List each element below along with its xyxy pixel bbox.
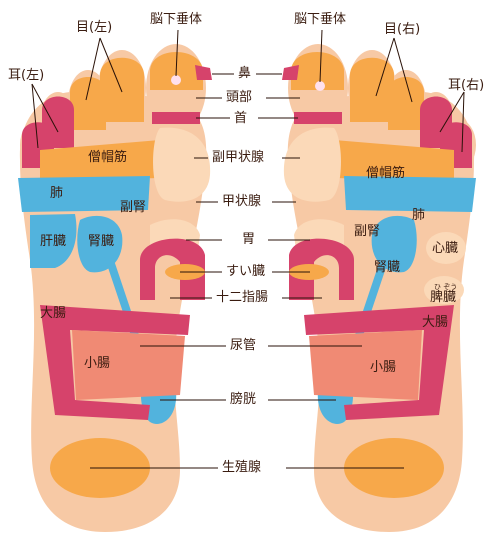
label-trapezius-left: 僧帽筋 [88, 150, 127, 165]
left-toe2-tip [100, 58, 144, 122]
label-bladder: 膀胱 [228, 392, 258, 407]
label-kidney-right: 腎臓 [374, 260, 400, 275]
left-toe1-neck [152, 112, 200, 124]
label-ureter: 尿管 [228, 338, 258, 353]
left-foot [18, 44, 212, 532]
right-toe3-tip [388, 77, 424, 130]
right-lung-zone [344, 176, 476, 212]
label-eye-right: 目(右) [384, 22, 420, 37]
label-duodenum: 十二指腸 [214, 290, 270, 305]
label-lung-left: 肺 [50, 186, 63, 201]
label-large-intestine-right: 大腸 [422, 315, 448, 330]
label-adrenal-left: 副腎 [120, 200, 146, 215]
left-nose-zone [195, 65, 212, 80]
label-spleen: 脾臓 [430, 290, 456, 305]
left-toe3-tip [70, 77, 106, 130]
label-eye-left: 目(左) [76, 20, 112, 35]
label-stomach: 胃 [240, 232, 257, 247]
label-neck: 首 [232, 111, 249, 126]
label-parathyroid: 副甲状腺 [210, 150, 266, 165]
label-head: 頭部 [224, 90, 254, 105]
label-pituitary-left: 脳下垂体 [150, 12, 202, 27]
label-gonads: 生殖腺 [220, 460, 263, 475]
right-nose-zone [282, 65, 299, 80]
label-thyroid: 甲状腺 [220, 194, 263, 209]
label-small-intestine-right: 小腸 [370, 360, 396, 375]
label-pituitary-right: 脳下垂体 [294, 12, 346, 27]
label-ear-right: 耳(右) [448, 78, 484, 93]
label-adrenal-right: 副腎 [354, 224, 380, 239]
right-small-intestine [309, 330, 422, 400]
label-small-intestine-left: 小腸 [84, 356, 110, 371]
label-ear-left: 耳(左) [8, 68, 44, 83]
right-toe2-tip [350, 58, 394, 122]
label-lung-right: 肺 [412, 208, 425, 223]
right-toe1-neck [294, 112, 342, 124]
left-pituitary-dot [171, 75, 181, 85]
label-trapezius-right: 僧帽筋 [366, 166, 405, 181]
label-pancreas: すい臓 [224, 264, 267, 279]
label-nose: 鼻 [236, 66, 253, 81]
label-heart: 心臓 [432, 241, 458, 256]
right-pituitary-dot [315, 81, 325, 91]
label-kidney-left: 腎臓 [88, 234, 114, 249]
label-large-intestine-left: 大腸 [40, 306, 66, 321]
label-liver: 肝臓 [40, 234, 66, 249]
